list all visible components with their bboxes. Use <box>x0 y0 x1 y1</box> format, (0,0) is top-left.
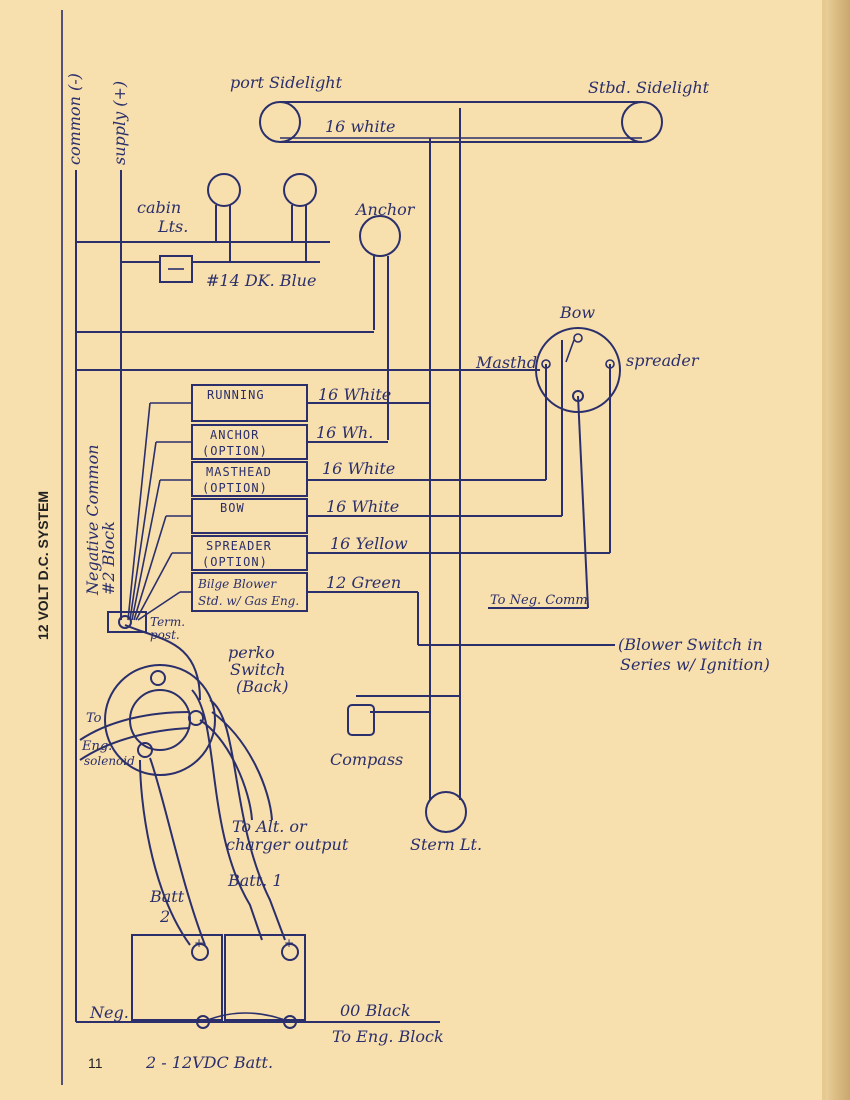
term-post-block <box>107 611 147 633</box>
mast-common-down <box>577 395 589 609</box>
bow-jumper <box>565 339 575 363</box>
supply-cable <box>124 624 201 701</box>
alt-cable-b <box>211 711 273 821</box>
alt-cable-a <box>199 719 253 821</box>
system-title: 12 VOLT D.C. SYSTEM <box>35 491 51 640</box>
anchor-light-label: Anchor <box>354 200 416 219</box>
alt-label-2: charger output <box>226 835 349 854</box>
switch-supply-fan <box>127 402 192 621</box>
stern-light-lamp <box>425 791 467 833</box>
batt1-label: Batt. 1 <box>227 871 283 890</box>
to-eng-label-1: To <box>86 711 102 726</box>
eng-block-label: To Eng. Block <box>332 1027 444 1046</box>
batt2-cable-a <box>139 759 191 946</box>
bilge-wire-label: 12 Green <box>326 573 401 592</box>
stern-light-label: Stern Lt. <box>410 835 482 854</box>
perko-batt1-post <box>188 710 204 726</box>
port-sidelight-lamp <box>259 101 301 143</box>
solenoid-cable-top <box>79 711 191 741</box>
masthead-option-label: (OPTION) <box>202 481 268 495</box>
page-number: 11 <box>88 1055 103 1071</box>
battery-2-pos-terminal <box>191 943 209 961</box>
perko-common-post <box>150 670 166 686</box>
cabin-fuse <box>159 255 193 283</box>
running-switch-label: RUNNING <box>207 388 265 402</box>
anchor-light-lamp <box>359 215 401 257</box>
bow-terminal <box>573 333 583 343</box>
bow-switch[interactable] <box>191 498 308 534</box>
batt1-cable-b <box>191 689 263 941</box>
battery-1 <box>224 934 306 1021</box>
to-eng-label-2: Eng. <box>81 739 112 754</box>
page-edge <box>826 0 850 1100</box>
running-wire-label: 16 White <box>318 385 391 404</box>
term-label: Term. <box>150 615 185 629</box>
masthead-switch-label: MASTHEAD <box>206 465 272 479</box>
top-wire-label: 16 white <box>325 117 395 136</box>
compass-label: Compass <box>330 750 403 769</box>
compass-lamp <box>347 704 375 736</box>
block-label: #2 Block <box>99 521 118 595</box>
black-wire-label: 00 Black <box>340 1001 411 1020</box>
stbd-sidelight-lamp <box>621 101 663 143</box>
perko-switch-hub <box>129 689 191 751</box>
solenoid-cable-bottom <box>79 727 191 761</box>
post-label: post. <box>150 628 180 642</box>
perko-label-1: perko <box>228 643 275 662</box>
perko-label-3: (Back) <box>236 677 288 696</box>
stbd-sidelight-label: Stbd. Sidelight <box>588 78 710 97</box>
battery-1-plus: + <box>284 936 294 950</box>
cabin-label: cabin <box>137 198 181 217</box>
cabin-light-1 <box>207 173 241 207</box>
neg-label: Neg. <box>89 1003 129 1022</box>
rail-common-label: common (-) <box>65 73 84 165</box>
battery-2-plus: + <box>194 936 204 950</box>
page-fold <box>822 0 828 1100</box>
spreader-option-label: (OPTION) <box>202 555 268 569</box>
bilge-std-label: Std. w/ Gas Eng. <box>198 594 299 608</box>
batt2-cable-b <box>149 757 206 946</box>
cabin-lts-label: Lts. <box>157 217 188 236</box>
spreader-switch-label: SPREADER <box>206 539 272 553</box>
masthead-light-label: Masthd <box>475 353 537 372</box>
perko-label-2: Switch <box>230 660 285 679</box>
bow-light-label: Bow <box>559 303 595 322</box>
rail-supply-label: supply (+) <box>110 81 129 165</box>
battery-2 <box>131 934 223 1021</box>
spreader-wire-label: 16 Yellow <box>330 534 408 553</box>
alt-label-1: To Alt. or <box>232 817 308 836</box>
blower-note-1: (Blower Switch in <box>618 635 763 654</box>
batt2-label-a: Batt <box>149 887 185 906</box>
port-sidelight-label: port Sidelight <box>230 73 343 92</box>
masthead-wire-label: 16 White <box>322 459 395 478</box>
neg-comm-label: To Neg. Comm <box>490 593 588 608</box>
to-eng-label-3: solenoid <box>84 754 135 768</box>
bilge-switch-label: Bilge Blower <box>197 577 277 591</box>
anchor-switch-label: ANCHOR <box>210 428 259 442</box>
batt2-label-b: 2 <box>159 907 170 926</box>
perko-switch[interactable] <box>104 664 216 776</box>
batteries-label: 2 - 12VDC Batt. <box>145 1053 273 1072</box>
anchor-wire-label: 16 Wh. <box>316 423 373 442</box>
battery-neg-jumper <box>202 1012 291 1023</box>
anchor-option-label: (OPTION) <box>202 444 268 458</box>
negative-common-label: Negative Common <box>83 444 102 596</box>
blower-note-2: Series w/ Ignition) <box>620 655 770 674</box>
bow-wire-label: 16 White <box>326 497 399 516</box>
cabin-light-2 <box>283 173 317 207</box>
battery-1-pos-terminal <box>281 943 299 961</box>
cabin-fuse-label: #14 DK. Blue <box>206 271 316 290</box>
batt1-cable-a <box>209 699 286 941</box>
perko-batt2-post <box>137 742 153 758</box>
term-post <box>118 615 132 629</box>
spreader-light-label: spreader <box>626 351 700 370</box>
bow-switch-label: BOW <box>220 501 245 515</box>
